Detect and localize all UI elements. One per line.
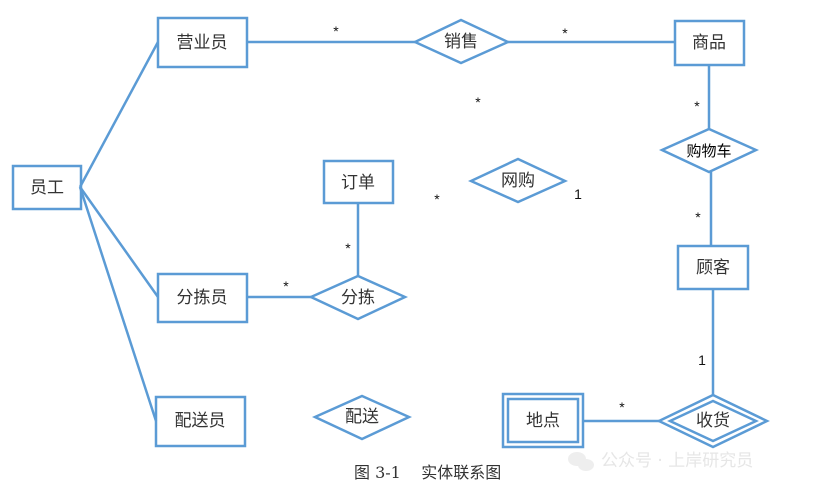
card-cart-product: *: [694, 98, 700, 114]
entity-location-label: 地点: [526, 411, 560, 431]
entity-deliverer-label: 配送员: [175, 411, 226, 431]
rel-receive-label: 收货: [696, 411, 730, 431]
card-receive-customer: 1: [698, 352, 706, 368]
card-receive-location: *: [619, 399, 625, 415]
rel-sales-label: 销售: [444, 32, 478, 52]
card-cart-customer: *: [695, 209, 701, 225]
entity-sorter-label: 分拣员: [177, 288, 228, 308]
rel-cart: [658, 127, 760, 174]
entity-product-label: 商品: [692, 33, 726, 53]
card-online-right: 1: [574, 186, 582, 202]
edge-employee-salesperson: [78, 41, 160, 188]
wechat-icon: [568, 452, 594, 471]
rel-sales: [412, 18, 512, 65]
card-online-left: *: [434, 191, 440, 207]
rel-receive-identifying: [656, 393, 770, 449]
entity-sorter: [156, 272, 249, 324]
card-sorting-order: *: [345, 240, 351, 256]
rel-delivery-label: 配送: [345, 407, 379, 427]
rel-cart-label: 购物车: [686, 142, 731, 160]
card-sales-product: *: [562, 25, 568, 41]
entity-salesperson: [156, 16, 249, 69]
watermark-text: 公众号 · 上岸研究员: [601, 451, 753, 471]
card-sales-salesperson: *: [333, 23, 339, 39]
edge-employee-deliverer: [78, 186, 158, 422]
rel-sorting: [307, 274, 409, 321]
rel-delivery: [311, 394, 413, 441]
edge-employee-sorter: [78, 186, 160, 298]
entity-order-label: 订单: [341, 173, 375, 193]
watermark: 公众号 · 上岸研究员: [568, 451, 753, 471]
entity-customer-label: 顾客: [696, 258, 730, 278]
entity-product: [673, 19, 746, 67]
entity-employee: [11, 164, 83, 211]
entity-customer: [676, 244, 750, 291]
entity-deliverer: [154, 395, 247, 448]
entity-salesperson-label: 营业员: [177, 33, 228, 53]
rel-sorting-label: 分拣: [341, 288, 375, 308]
rel-online-label: 网购: [501, 171, 535, 191]
entity-employee-label: 员工: [30, 178, 64, 198]
entity-order: [322, 159, 395, 205]
card-online-upper: *: [475, 94, 481, 110]
card-sorting-sorter: *: [283, 278, 289, 294]
rel-online: [467, 157, 569, 204]
figure-caption: 图 3-1 实体联系图: [354, 463, 501, 482]
entity-location-weak: [501, 392, 585, 449]
